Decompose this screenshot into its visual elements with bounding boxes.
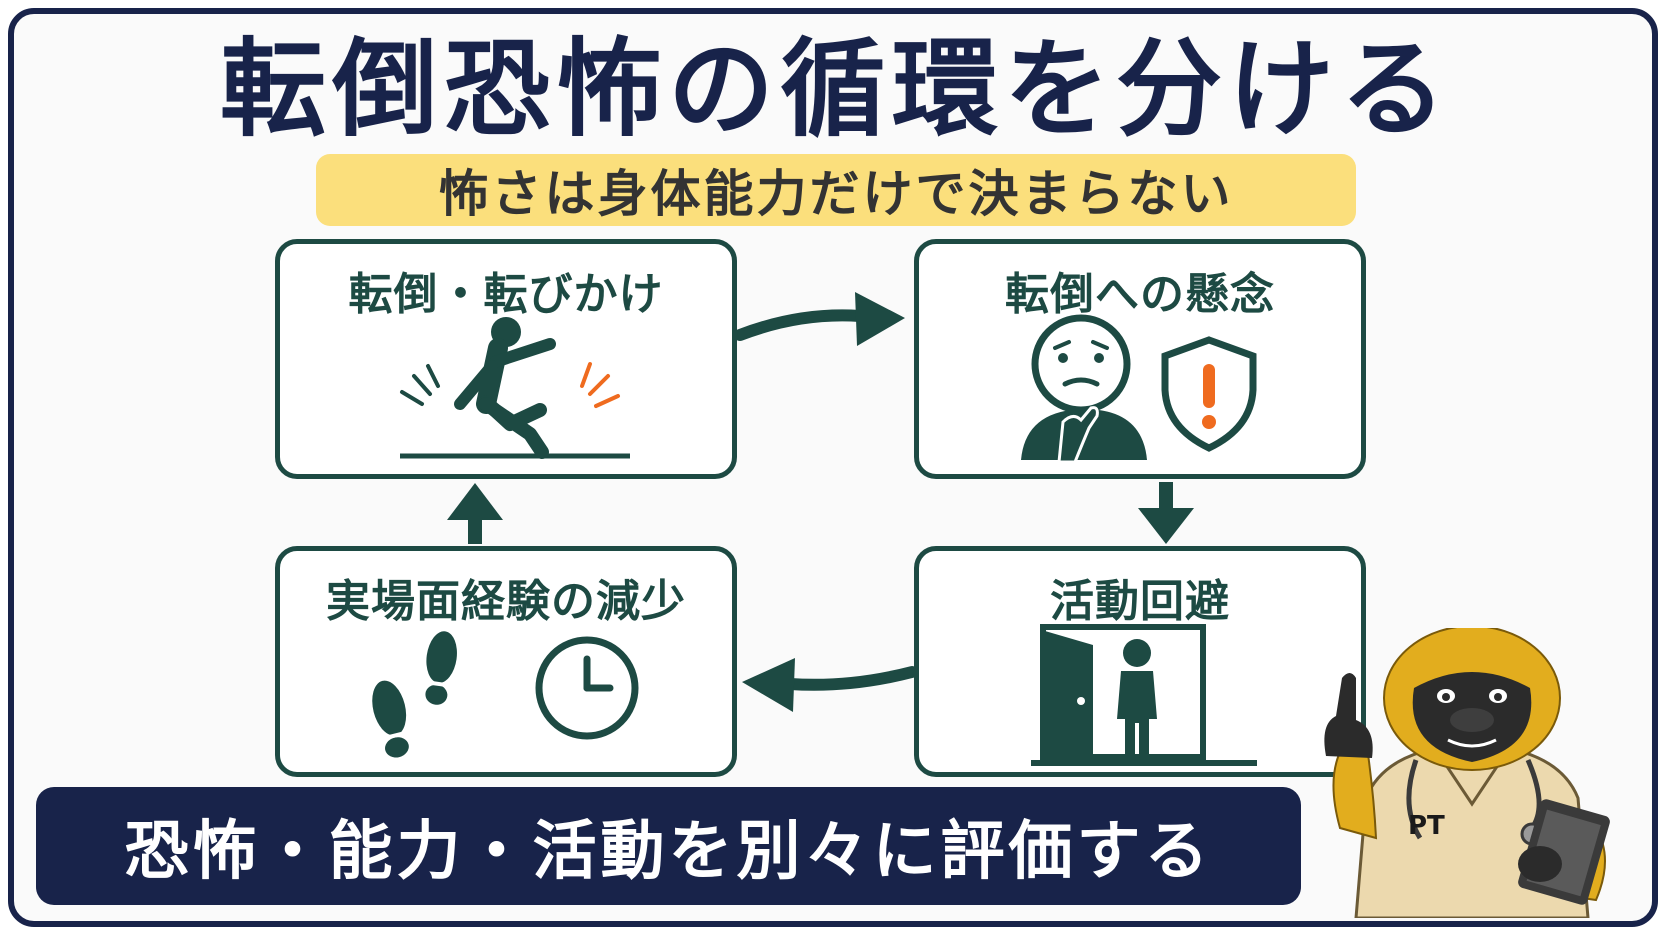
cycle-box-fall: 転倒・転びかけ — [275, 239, 737, 479]
subtitle-highlight: 怖さは身体能力だけで決まらない — [316, 154, 1356, 226]
cycle-box-concern: 転倒への懸念 — [914, 239, 1366, 479]
worried-face-icon — [1021, 314, 1147, 462]
cycle-label-avoid: 活動回避 — [1050, 576, 1230, 627]
arrow-concern-to-avoid — [1138, 482, 1194, 544]
cycle-box-reduce: 実場面経験の減少 — [275, 546, 737, 777]
cycle-label-fall: 転倒・転びかけ — [348, 269, 664, 320]
gorilla-physiotherapist-icon: PT — [1324, 628, 1610, 918]
person-in-doorway-icon — [1031, 624, 1257, 766]
footprints-icon — [372, 631, 457, 758]
page-title: 転倒恐怖の循環を分ける — [220, 28, 1452, 151]
warning-shield-icon — [1161, 336, 1257, 452]
mascot-badge-text: PT — [1408, 811, 1445, 841]
cycle-label-concern: 転倒への懸念 — [1005, 269, 1275, 320]
clock-icon — [535, 636, 639, 740]
falling-person-icon — [400, 317, 630, 459]
cycle-label-reduce: 実場面経験の減少 — [326, 576, 686, 627]
arrow-avoid-to-reduce — [742, 658, 918, 712]
arrow-reduce-to-fall — [447, 483, 503, 544]
cycle-box-avoid: 活動回避 — [914, 546, 1366, 777]
conclusion-banner: 恐怖・能力・活動を別々に評価する — [36, 787, 1301, 905]
arrow-fall-to-concern — [734, 292, 905, 346]
